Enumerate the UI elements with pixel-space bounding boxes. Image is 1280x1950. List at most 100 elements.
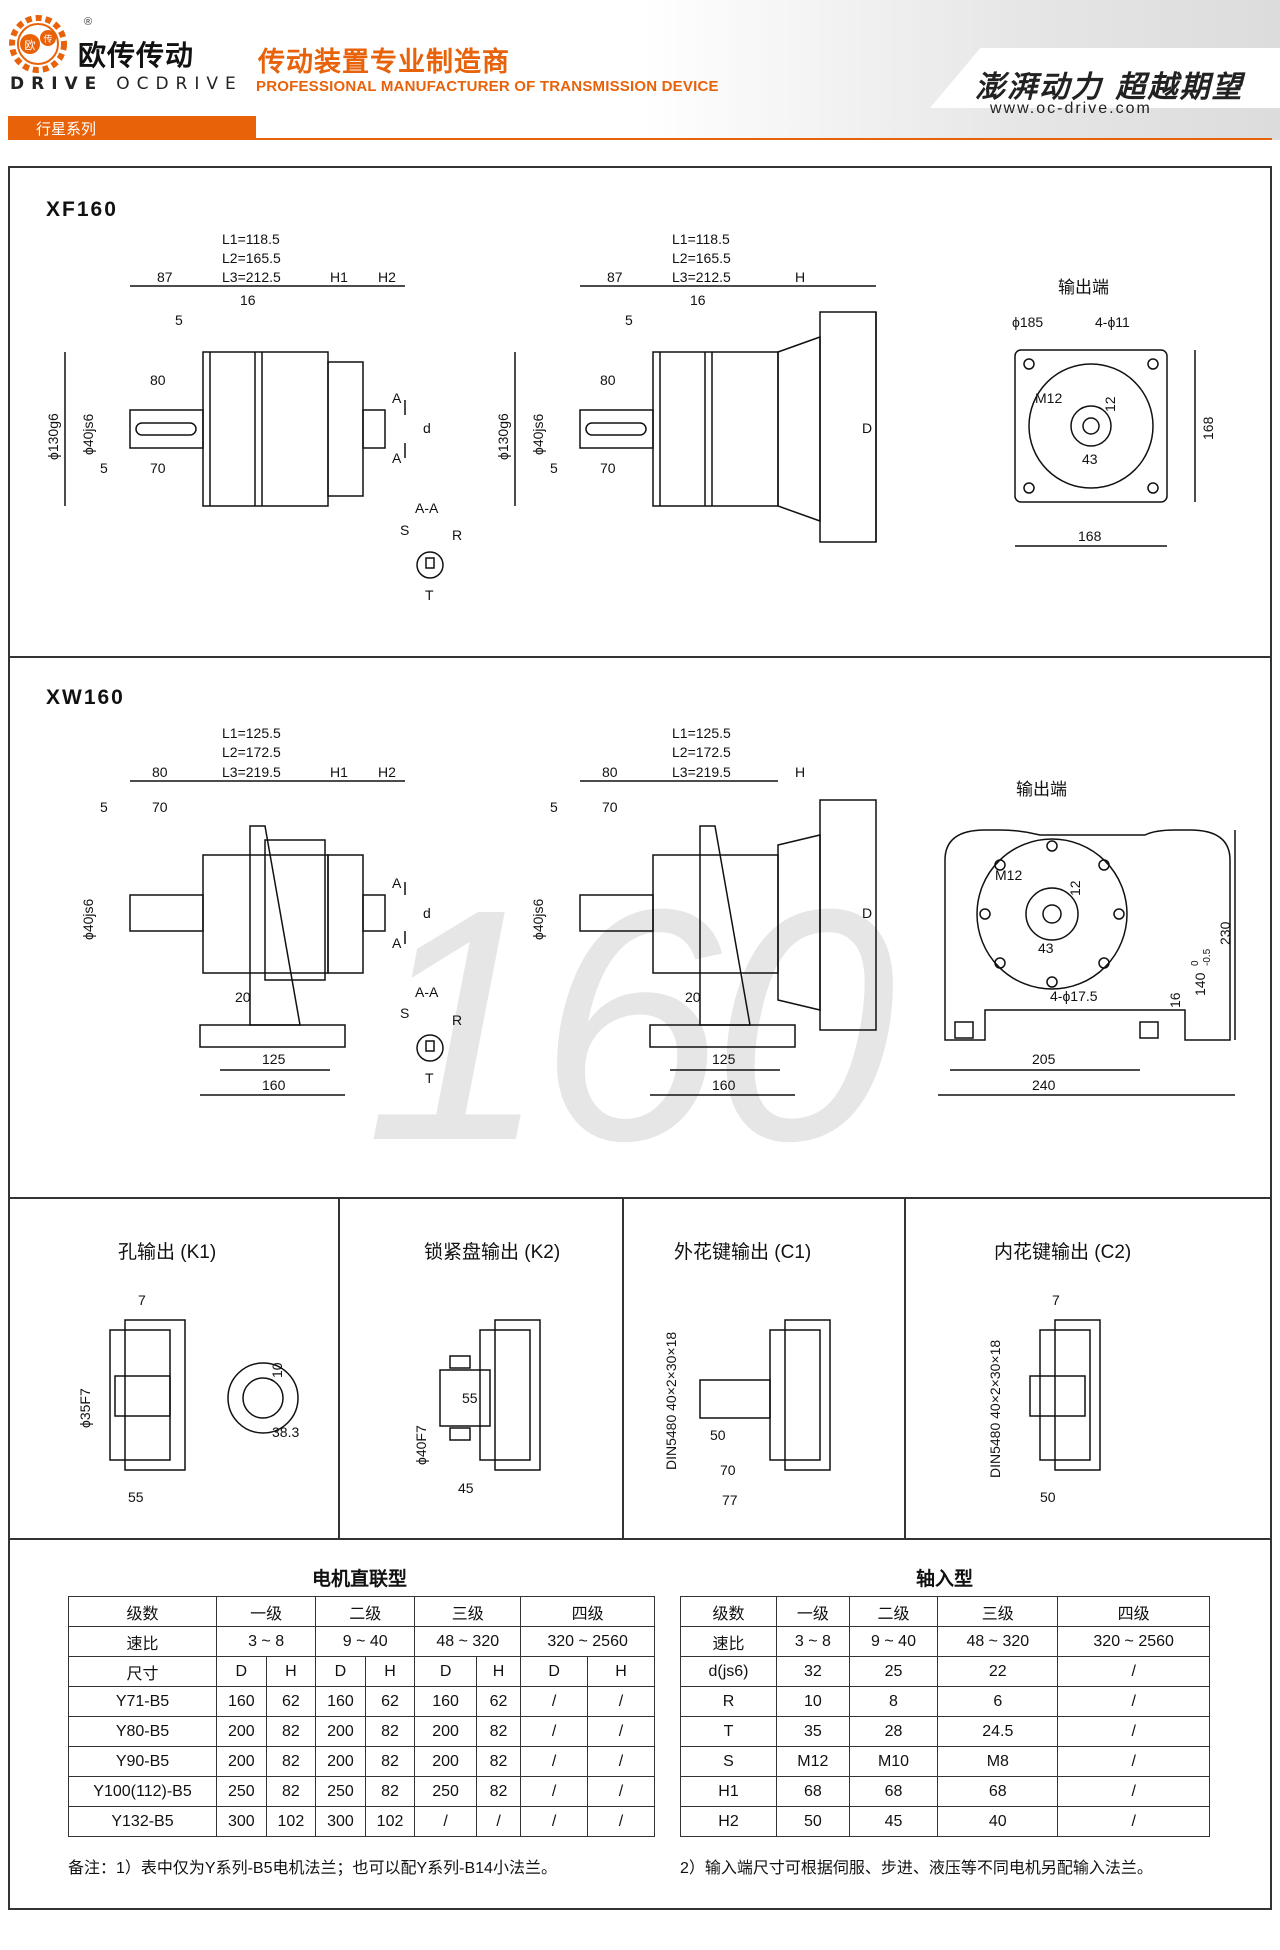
table-cell: 160 <box>414 1686 477 1717</box>
c2-dim-din: DIN5480 40×2×30×18 <box>987 1340 1003 1478</box>
table-cell: 二级 <box>315 1596 416 1627</box>
xf-l1: L1=118.5 <box>222 231 280 247</box>
table-cell: 68 <box>848 1776 939 1807</box>
xf-r-d87: 87 <box>607 269 623 285</box>
table-cell: 82 <box>364 1746 416 1777</box>
table-cell: 一级 <box>776 1596 850 1627</box>
k1-dim-10: 10 <box>269 1362 285 1378</box>
table-cell: 102 <box>364 1806 416 1837</box>
table-cell: / <box>520 1806 589 1837</box>
table-cell: 250 <box>216 1776 267 1807</box>
table-cell: H <box>587 1656 655 1687</box>
table-cell: / <box>1057 1656 1210 1687</box>
tagline-en: PROFESSIONAL MANUFACTURER OF TRANSMISSIO… <box>256 78 719 95</box>
k2-housing <box>479 1329 531 1461</box>
table-cell: 320 ~ 2560 <box>1057 1626 1210 1657</box>
option-k1-title: 孔输出 (K1) <box>118 1242 217 1263</box>
xf-r-D: D <box>862 420 872 436</box>
xw-a-bot: A <box>392 935 402 951</box>
table-cell: D <box>216 1656 267 1687</box>
table-cell: 50 <box>776 1806 850 1837</box>
table-cell: 200 <box>216 1746 267 1777</box>
option-c1-title: 外花键输出 (C1) <box>674 1242 812 1263</box>
logo-badge-right: 传 <box>43 33 52 44</box>
table-cell: 级数 <box>680 1596 777 1627</box>
table-cell: / <box>1057 1806 1210 1837</box>
xw-left-shaft <box>129 894 204 932</box>
table-cell: M8 <box>937 1746 1059 1777</box>
k2-dim-55: 55 <box>462 1390 478 1406</box>
xw-phi40: ϕ40js6 <box>80 898 96 940</box>
table-cell: 68 <box>937 1776 1059 1807</box>
table-row: H1 68 68 68 / <box>680 1776 1210 1807</box>
xw160-title: XW160 <box>46 686 125 709</box>
xw-d230: 230 <box>1217 921 1233 945</box>
xw-r-phi40: ϕ40js6 <box>530 898 546 940</box>
xf-d: d <box>423 420 431 436</box>
table-cell: 32 <box>776 1656 850 1687</box>
xw-r-d70: 70 <box>602 799 618 815</box>
table-cell: / <box>520 1716 589 1747</box>
divider-option-1 <box>338 1197 340 1539</box>
table-cell: 28 <box>848 1716 939 1747</box>
k1-housing <box>109 1329 171 1461</box>
xw-right-flange <box>819 799 877 1031</box>
table-cell: 82 <box>265 1716 317 1747</box>
table-cell: D <box>414 1656 477 1687</box>
table-cell: d(js6) <box>680 1656 777 1687</box>
table-row: 级数 一级 二级 三级 四级 <box>680 1596 1210 1627</box>
c2-dim-50: 50 <box>1040 1489 1056 1505</box>
table-cell: 62 <box>475 1686 522 1717</box>
table-cell: 160 <box>216 1686 267 1717</box>
table-cell: 一级 <box>215 1596 317 1627</box>
table-cell: 45 <box>848 1806 939 1837</box>
xw-d5: 5 <box>100 799 108 815</box>
xw-output-bore <box>976 838 1128 990</box>
xw-s: S <box>400 1005 409 1021</box>
table-cell: 35 <box>776 1716 850 1747</box>
xw-r-d125: 125 <box>712 1051 736 1067</box>
xw-left-foot <box>249 825 301 1026</box>
xf-output-bore <box>1028 363 1154 489</box>
xf-output-flange <box>1014 349 1168 503</box>
xw-right-shaft <box>579 894 654 932</box>
logo-badge-left: 欧 <box>25 39 36 52</box>
xw-r-h: H <box>795 764 805 780</box>
table-cell: / <box>520 1686 589 1717</box>
xf-left-motor <box>327 361 364 497</box>
xw-r: R <box>452 1012 462 1028</box>
table-cell: / <box>1057 1776 1210 1807</box>
logo-gear-icon: 欧 传 <box>9 15 67 73</box>
c1-dim-din: DIN5480 40×2×30×18 <box>663 1332 679 1470</box>
xw-r-d80: 80 <box>602 764 618 780</box>
xf-d70: 70 <box>150 460 166 476</box>
table-cell: 速比 <box>68 1626 217 1657</box>
table-cell: 四级 <box>520 1596 655 1627</box>
table-row: 速比 3 ~ 8 9 ~ 40 48 ~ 320 320 ~ 2560 <box>68 1626 655 1657</box>
k2-dim-45: 45 <box>458 1480 474 1496</box>
table-cell: 82 <box>364 1776 416 1807</box>
table-cell: 300 <box>216 1806 267 1837</box>
table-row: H2 50 45 40 / <box>680 1806 1210 1837</box>
xf-r-l2: L2=165.5 <box>672 250 731 266</box>
table-cell: 320 ~ 2560 <box>520 1626 655 1657</box>
table-row: S M12 M10 M8 / <box>680 1746 1210 1777</box>
xf-holes: 4-ϕ11 <box>1095 314 1130 330</box>
table-cell: 62 <box>364 1686 416 1717</box>
table-cell: / <box>414 1806 477 1837</box>
xw-r-d5: 5 <box>550 799 558 815</box>
logo-en-bold: DRIVE <box>10 74 104 94</box>
xf-r-l1: L1=118.5 <box>672 231 730 247</box>
xw-d43: 43 <box>1038 940 1054 956</box>
xw-d140: 140 <box>1192 972 1208 996</box>
table-cell: 250 <box>414 1776 477 1807</box>
xw-aa: A-A <box>415 984 439 1000</box>
table-cell: Y71-B5 <box>68 1686 217 1717</box>
xw-t: T <box>425 1070 434 1086</box>
xw-d160: 160 <box>262 1077 286 1093</box>
table-cell: 8 <box>848 1686 939 1717</box>
xf-h1: H1 <box>330 269 348 285</box>
xf-phi40: ϕ40js6 <box>80 413 96 455</box>
table-cell: 200 <box>315 1716 366 1747</box>
table-cell: M10 <box>848 1746 939 1777</box>
